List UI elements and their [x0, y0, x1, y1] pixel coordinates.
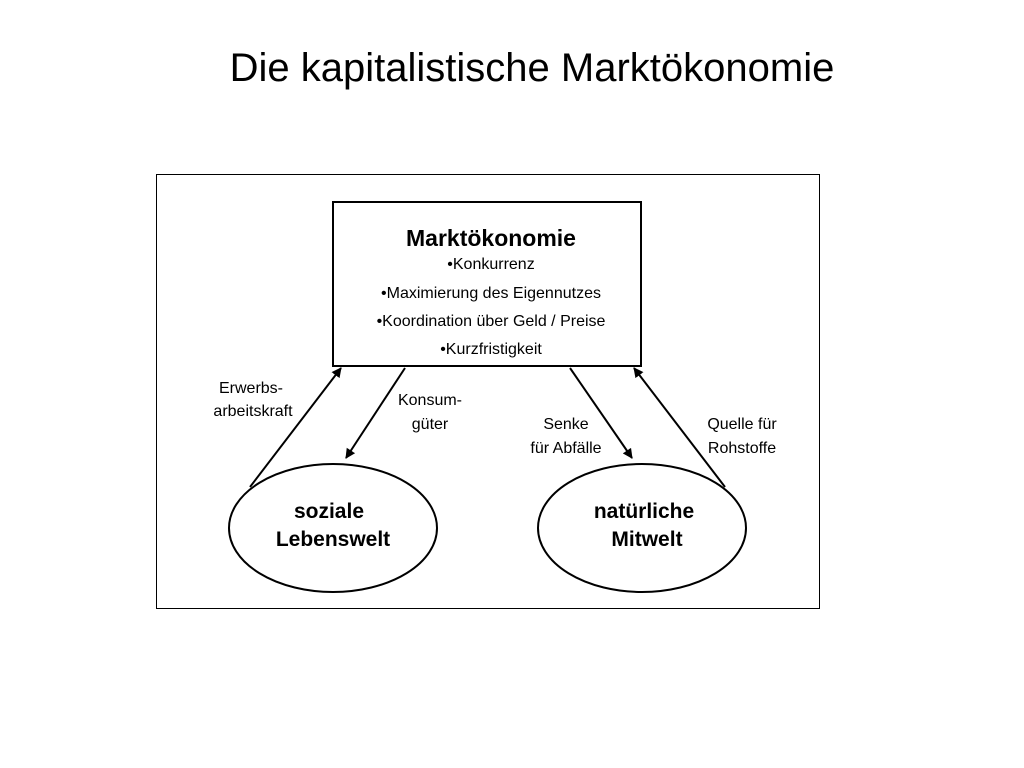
flow-label-resources-line2: Rohstoffe	[708, 440, 776, 457]
market-item-self-interest: •Maximierung des Eigennutzes	[381, 285, 601, 302]
market-item-short-term: •Kurzfristigkeit	[440, 341, 542, 358]
market-economy-heading: Marktökonomie	[406, 225, 576, 251]
arrow-resources-to-market	[633, 367, 726, 488]
flow-label-goods-line2: güter	[412, 416, 449, 433]
natural-environment-node: natürliche Mitwelt	[537, 463, 747, 593]
flow-label-labor-line2: arbeitskraft	[213, 403, 293, 420]
flow-label-goods-line1: Konsum-	[398, 392, 462, 409]
diagram-frame	[156, 174, 820, 609]
page-title: Die kapitalistische Marktökonomie	[229, 46, 835, 90]
market-item-coordination: •Koordination über Geld / Preise	[377, 313, 606, 330]
natural-environment-label-line2: Mitwelt	[611, 528, 682, 551]
social-lifeworld-label-line1: soziale	[294, 500, 364, 523]
flow-label-labor-line1: Erwerbs-	[219, 380, 283, 397]
market-item-competition: •Konkurrenz	[447, 256, 534, 273]
flow-label-waste-line1: Senke	[543, 416, 588, 433]
arrow-labor-to-market	[249, 367, 342, 488]
flow-label-resources-line1: Quelle für	[707, 416, 777, 433]
social-lifeworld-ellipse	[228, 463, 438, 593]
flow-label-waste-line2: für Abfälle	[530, 440, 601, 457]
natural-environment-label-line1: natürliche	[594, 500, 694, 523]
arrow-goods-to-society	[345, 367, 406, 459]
arrow-waste-to-nature	[569, 367, 633, 459]
social-lifeworld-label-line2: Lebenswelt	[276, 528, 390, 551]
market-economy-box-border	[332, 201, 642, 367]
social-lifeworld-node: soziale Lebenswelt	[228, 463, 438, 593]
natural-environment-ellipse	[537, 463, 747, 593]
market-economy-box: Marktökonomie •Konkurrenz •Maximierung d…	[332, 201, 642, 367]
